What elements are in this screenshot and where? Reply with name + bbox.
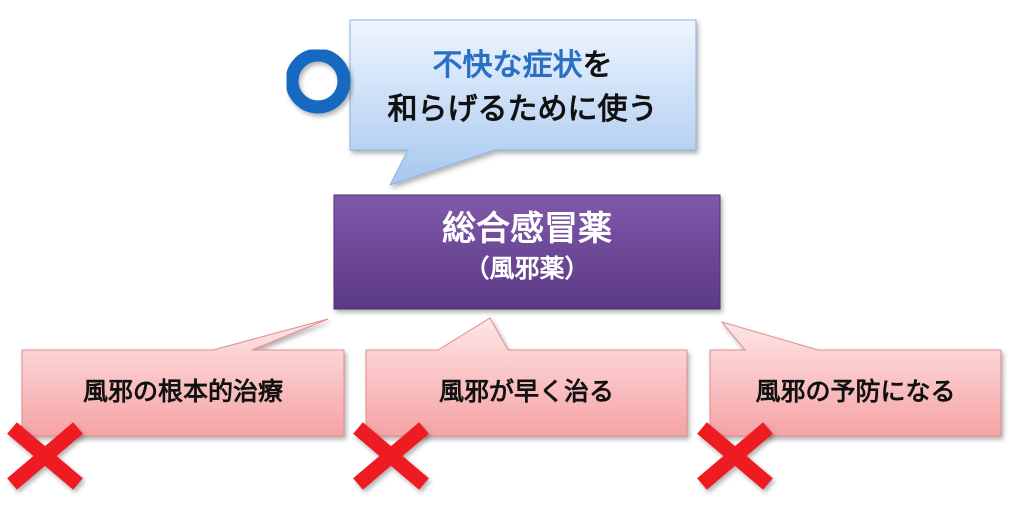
top-callout-shape xyxy=(349,19,697,186)
center-box-title: 総合感冒薬 xyxy=(442,209,612,249)
top-callout-text: 不快な症状を 和らげるために使う xyxy=(350,44,695,132)
top-callout-line1: 不快な症状を xyxy=(350,44,695,88)
top-callout-highlight: 不快な症状 xyxy=(432,48,583,83)
cross-icon xyxy=(353,422,429,490)
cross-icon xyxy=(697,422,773,490)
center-box xyxy=(333,194,721,310)
center-box-subtitle: （風邪薬） xyxy=(464,254,590,283)
top-callout-suffix: を xyxy=(582,48,613,83)
bubble-3-text: 風邪の予防になる xyxy=(755,377,956,406)
bubble-2-text: 風邪が早く治る xyxy=(438,377,614,406)
correct-circle-icon xyxy=(285,48,351,114)
center-box-text: 総合感冒薬 （風邪薬） xyxy=(334,207,720,287)
top-callout-line2: 和らげるために使う xyxy=(387,92,658,127)
bubble-1-text: 風邪の根本的治療 xyxy=(82,377,283,406)
cross-icon xyxy=(7,422,83,490)
